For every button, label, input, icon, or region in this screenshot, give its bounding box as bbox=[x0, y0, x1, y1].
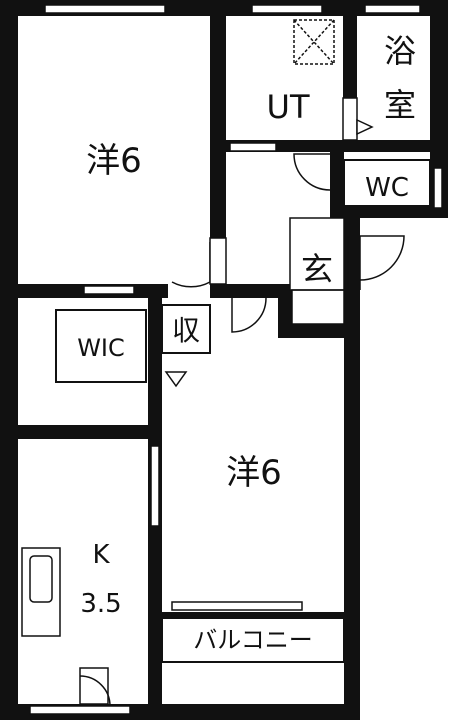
room-label-western1: 洋6 bbox=[86, 141, 142, 181]
room-label-bath-2: 室 bbox=[384, 86, 416, 124]
kitchen-sink bbox=[29, 555, 53, 603]
window-ut-bottom bbox=[229, 142, 277, 152]
wic-box bbox=[55, 309, 147, 383]
kitchen-door-arc bbox=[79, 675, 111, 707]
kitchen-counter bbox=[21, 547, 61, 637]
storage-arrow bbox=[164, 371, 188, 388]
labels: 洋6 UT 浴 室 WC 玄 WIC 収 洋6 K 3.5 バルコニー bbox=[77, 32, 416, 654]
window-balcony bbox=[171, 601, 303, 611]
room-label-kitchen-2: 3.5 bbox=[80, 589, 121, 619]
room-label-wic: WIC bbox=[77, 334, 125, 362]
window-wc-right bbox=[433, 167, 443, 209]
wall-outer-left bbox=[0, 0, 18, 720]
w1-door-arc bbox=[171, 242, 211, 288]
wc-outline bbox=[343, 159, 431, 207]
entrance-floor bbox=[291, 289, 345, 325]
room-label-wc: WC bbox=[365, 173, 409, 203]
wall-ut-bottom bbox=[226, 140, 448, 152]
room-label-western2: 洋6 bbox=[226, 453, 282, 493]
wall-mid-right bbox=[210, 284, 290, 298]
window-k-bottom bbox=[29, 705, 131, 715]
walls bbox=[0, 0, 448, 720]
window-k-vertical bbox=[150, 445, 160, 527]
room-label-entrance: 玄 bbox=[301, 250, 333, 288]
wall-wc-left bbox=[330, 146, 344, 218]
room-label-storage: 収 bbox=[172, 314, 200, 347]
window-bath-top bbox=[364, 4, 421, 14]
w1-door-jamb bbox=[209, 237, 227, 285]
wall-outer-right-upper bbox=[430, 0, 448, 218]
room-label-bath-1: 浴 bbox=[384, 32, 416, 70]
wall-ut-bath bbox=[343, 0, 357, 98]
storage-door-arc bbox=[231, 297, 267, 333]
wall-outer-right-lower bbox=[344, 218, 360, 720]
balcony-box bbox=[161, 617, 345, 663]
room-label-kitchen-1: K bbox=[92, 540, 110, 570]
window-ut-top bbox=[251, 4, 323, 14]
room-label-balcony: バルコニー bbox=[193, 626, 313, 654]
wall-entrance-bottom bbox=[278, 324, 360, 338]
room-label-ut: UT bbox=[267, 88, 310, 126]
fixtures bbox=[21, 19, 431, 707]
window-w1-top bbox=[44, 4, 166, 14]
bath-door-arrow bbox=[356, 118, 374, 136]
window-w1-mid bbox=[83, 285, 135, 295]
wall-wc-bottom bbox=[330, 206, 448, 218]
wall-wic-bottom bbox=[0, 425, 162, 439]
bath-door-frame bbox=[342, 97, 358, 141]
wall-balcony-top bbox=[162, 612, 360, 618]
washer-pan bbox=[293, 19, 335, 65]
wall-w1-ut bbox=[210, 0, 226, 238]
wc-door-arc bbox=[293, 153, 331, 191]
windows bbox=[29, 4, 443, 715]
kitchen-door-frame bbox=[79, 667, 109, 705]
storage-box bbox=[161, 304, 211, 354]
entrance-door-arc bbox=[359, 235, 405, 281]
